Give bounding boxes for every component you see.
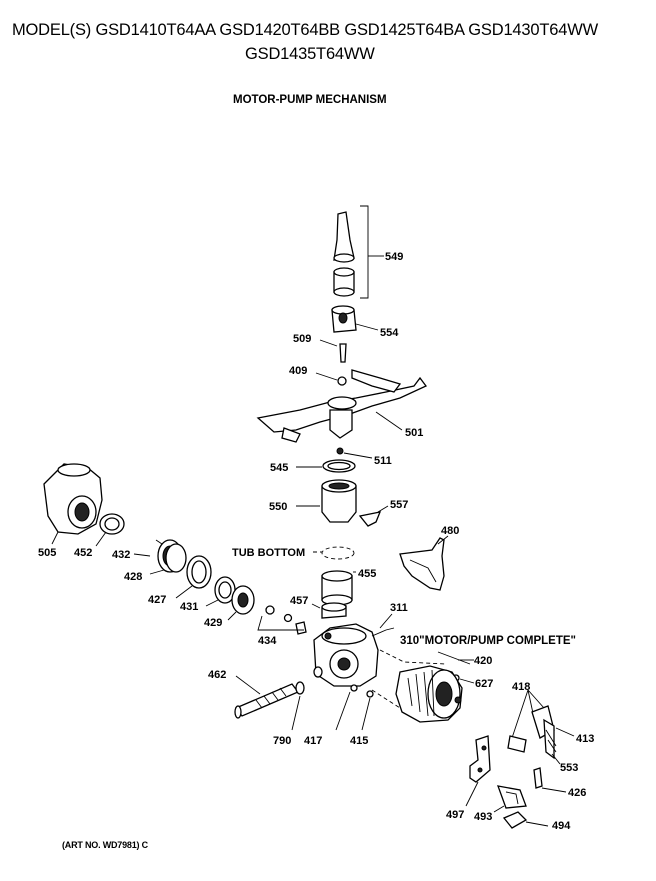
- label-311: 311: [390, 602, 408, 614]
- label-409: 409: [289, 365, 307, 377]
- part-409-washer: [315, 372, 347, 386]
- label-557: 557: [390, 499, 408, 511]
- label-420: 420: [474, 655, 492, 667]
- label-418: 418: [512, 681, 530, 693]
- motor-assembly: [371, 649, 463, 723]
- part-418-bracket: [507, 689, 575, 765]
- label-427: 427: [148, 594, 166, 606]
- label-627: 627: [475, 678, 493, 690]
- part-420-wire: [437, 651, 474, 665]
- label-505: 505: [38, 547, 56, 559]
- label-413: 413: [576, 733, 594, 745]
- part-554-bearing: [331, 305, 379, 333]
- label-426: 426: [568, 787, 586, 799]
- part-509-screw: [319, 339, 347, 363]
- part-549-wash-tube: [333, 205, 384, 299]
- part-311-pump-housing: [313, 613, 395, 687]
- part-428-impeller: [149, 539, 187, 575]
- label-545: 545: [270, 462, 288, 474]
- label-790: 790: [273, 735, 291, 747]
- label-550: 550: [269, 501, 287, 513]
- part-480-duct: [399, 535, 449, 591]
- part-434-hardware: [257, 605, 307, 635]
- part-429-impeller: [227, 585, 255, 621]
- part-462-hose: [234, 675, 300, 719]
- part-427-ring: [175, 555, 212, 599]
- part-493-clamp: [493, 785, 527, 813]
- part-452-clamp: [95, 513, 125, 547]
- label-462: 462: [208, 669, 226, 681]
- part-545-seal-ring: [296, 459, 356, 473]
- part-790-clamp: [291, 666, 323, 731]
- part-497-mount: [465, 735, 491, 807]
- part-494-grommet: [502, 811, 549, 829]
- part-431-seal: [205, 576, 236, 607]
- label-452: 452: [74, 547, 92, 559]
- part-501-spray-arm: [256, 369, 428, 443]
- label-434: 434: [258, 635, 277, 647]
- models-line-1: MODEL(S) GSD1410T64AA GSD1420T64BB GSD14…: [12, 21, 598, 39]
- label-tub-bottom: TUB BOTTOM: [232, 547, 305, 559]
- part-511-ball: [336, 447, 373, 459]
- part-557-clip: [358, 505, 389, 527]
- part-426-pin: [533, 767, 567, 793]
- label-493: 493: [474, 811, 492, 823]
- label-549: 549: [385, 251, 403, 263]
- part-455-sleeve: [321, 570, 356, 606]
- label-429: 429: [204, 617, 222, 629]
- label-motor-pump-complete: 310"MOTOR/PUMP COMPLETE": [400, 635, 576, 647]
- label-494: 494: [552, 820, 571, 832]
- label-415: 415: [350, 735, 368, 747]
- label-455: 455: [358, 568, 376, 580]
- label-417: 417: [304, 735, 322, 747]
- label-554: 554: [380, 327, 399, 339]
- part-550-housing: [296, 479, 357, 523]
- label-497: 497: [446, 809, 464, 821]
- label-432: 432: [112, 549, 130, 561]
- label-511: 511: [374, 455, 392, 467]
- label-553: 553: [560, 762, 578, 774]
- part-505-inlet: [43, 463, 103, 545]
- section-title: MOTOR-PUMP MECHANISM: [233, 94, 387, 106]
- part-417-washer: [335, 684, 358, 731]
- label-501: 501: [405, 427, 423, 439]
- label-428-upper: 428: [124, 571, 142, 583]
- tub-bottom-outline: [321, 546, 355, 560]
- label-480: 480: [441, 525, 459, 537]
- part-415-screw: [361, 690, 374, 731]
- models-line-2: GSD1435T64WW: [245, 45, 375, 63]
- label-431: 431: [180, 601, 198, 613]
- art-number: (ART NO. WD7981) C: [62, 840, 148, 850]
- label-457: 457: [290, 595, 308, 607]
- part-432-shaft: [133, 539, 163, 557]
- part-457-gasket: [311, 602, 347, 619]
- label-509: 509: [293, 333, 311, 345]
